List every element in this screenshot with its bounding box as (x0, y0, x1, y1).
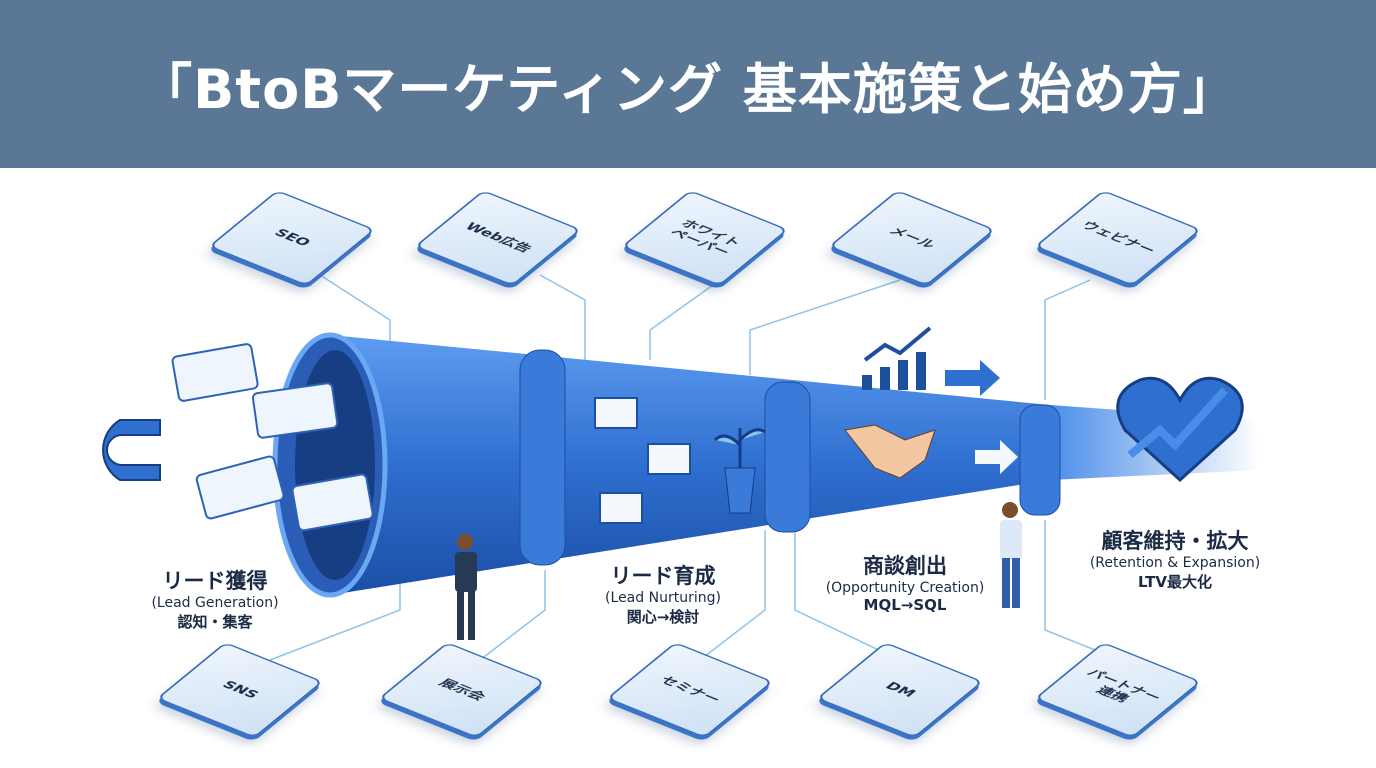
tile-label: 展示会 (435, 676, 489, 703)
tile-label: ウェビナー (1077, 219, 1159, 257)
arrow-right-icon (945, 360, 1000, 396)
stage-english: (Opportunity Creation) (825, 580, 985, 596)
tile-label: DM (881, 680, 919, 700)
person-icon (1000, 502, 1022, 608)
tile-label: SNS (218, 678, 262, 701)
page-title: 「BtoBマーケティング 基本施策と始め方」 (138, 57, 1238, 121)
envelope-icon (594, 397, 691, 524)
stage-english: (Lead Generation) (151, 595, 279, 611)
tile-label: メール (885, 224, 939, 251)
stage-subtitle: 関心→検討 (626, 608, 700, 626)
handshake-icon (844, 424, 936, 479)
connector-lines (269, 274, 1121, 666)
tile-label: パートナー 連携 (1083, 666, 1165, 705)
stage-title: 商談創出 (863, 554, 947, 578)
funnel-ring (1019, 404, 1061, 516)
trend-arrow-icon (863, 326, 932, 362)
stage-title: リード育成 (610, 564, 716, 588)
tile-label: Web広告 (461, 220, 535, 256)
bar-chart-icon (862, 352, 926, 390)
stage-subtitle: LTV最大化 (1138, 573, 1212, 591)
stage-title: 顧客維持・拡大 (1101, 529, 1249, 553)
tile-label: ホワイト ペーパー (665, 217, 745, 259)
stage-english: (Retention & Expansion) (1089, 555, 1261, 571)
stage-title: リード獲得 (162, 569, 268, 593)
funnel-illustration (102, 274, 1260, 666)
plant-pot-icon (724, 467, 756, 514)
stage-english: (Lead Nurturing) (605, 590, 721, 606)
stage-subtitle: 認知・集客 (177, 613, 253, 631)
growth-arrow-icon (1127, 387, 1228, 459)
tile-label: セミナー (656, 674, 724, 706)
stage-opportunity-creation: 商談創出 (Opportunity Creation) MQL→SQL (826, 550, 985, 614)
stage-lead-nurturing: リード育成 (Lead Nurturing) 関心→検討 (605, 560, 721, 627)
stage-retention-expansion: 顧客維持・拡大 (Retention & Expansion) LTV最大化 (1090, 525, 1260, 592)
funnel-ring (519, 349, 566, 566)
magnet-icon (102, 419, 161, 481)
stage-subtitle: MQL→SQL (863, 596, 947, 614)
funnel-ring (764, 381, 811, 533)
arrow-right-icon (975, 440, 1018, 474)
stage-lead-generation: リード獲得 (Lead Generation) 認知・集客 (151, 565, 278, 632)
plant-icon (713, 428, 766, 468)
tile-label: SEO (270, 226, 314, 249)
title-banner: 「BtoBマーケティング 基本施策と始め方」 (0, 0, 1376, 168)
lead-card-icon (171, 343, 374, 532)
person-icon (455, 534, 477, 640)
